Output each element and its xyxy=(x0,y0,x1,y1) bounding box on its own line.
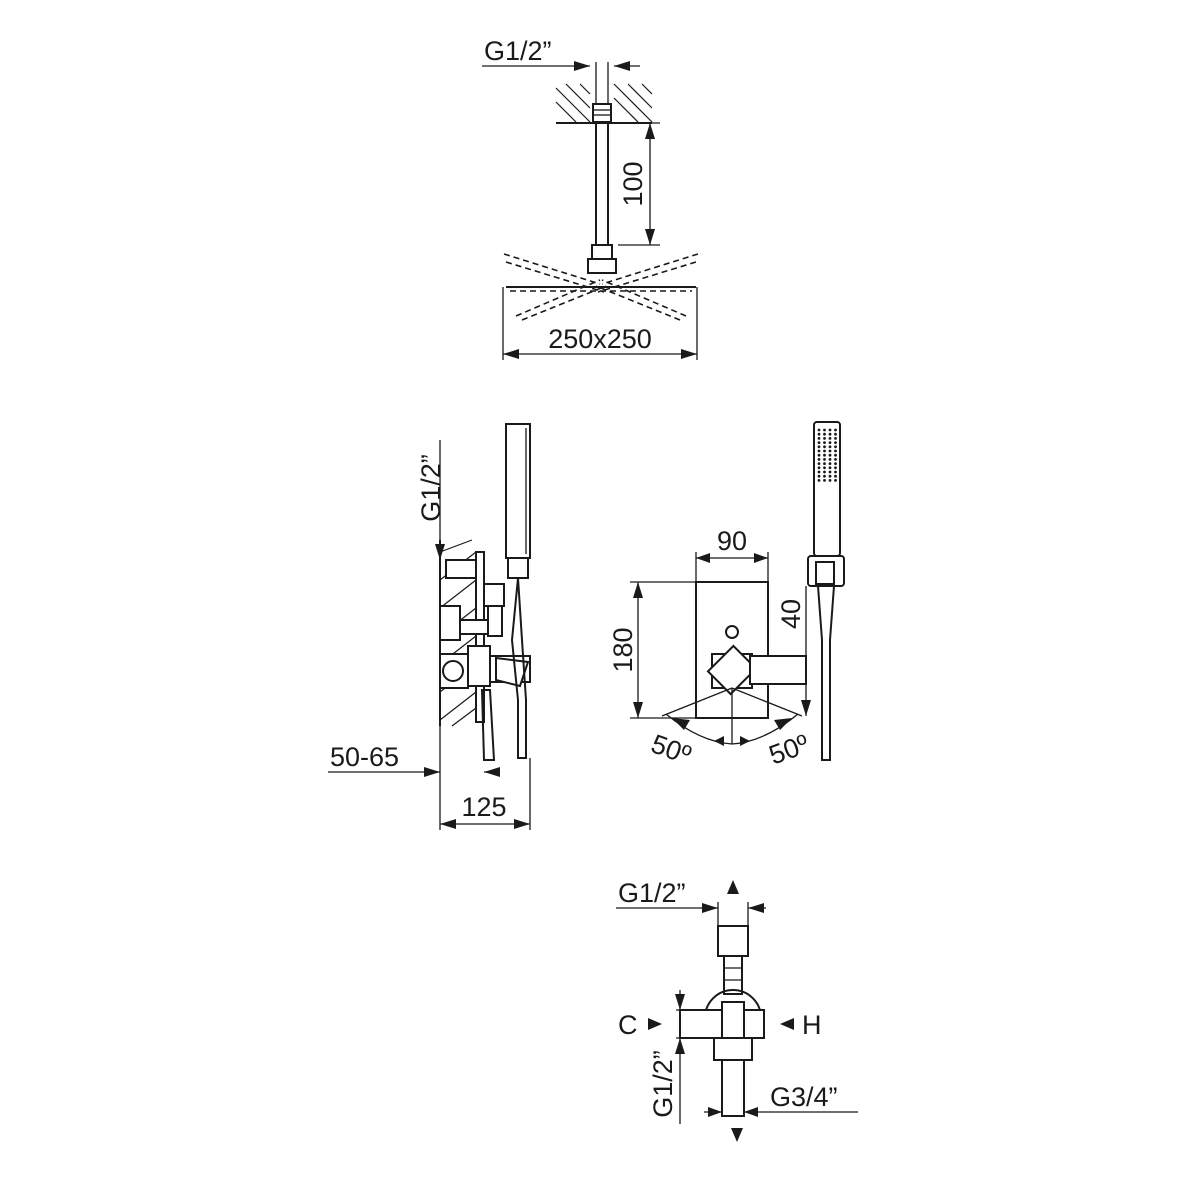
nozzle-dot xyxy=(828,458,832,461)
thread-dimension: G1/2” xyxy=(482,36,640,104)
nozzle-dot xyxy=(817,449,821,453)
shower-head-view: G1/2” 100 250x250 xyxy=(482,36,699,360)
nozzle-dot xyxy=(823,441,826,444)
nozzle-dot xyxy=(828,428,832,432)
outlet-down-arrow xyxy=(731,1128,743,1142)
nozzle-dot xyxy=(817,445,821,449)
nozzle-grid xyxy=(817,428,837,482)
nozzle-dot xyxy=(828,462,832,465)
nozzle-dot xyxy=(817,432,821,436)
top-thread-label: G1/2” xyxy=(618,878,686,908)
nozzle-dot xyxy=(828,453,832,457)
nozzle-dot xyxy=(817,458,821,461)
nozzle-dot xyxy=(834,466,837,470)
shower-head-plate xyxy=(503,253,699,321)
width-label: 90 xyxy=(717,526,747,556)
inlet-labels: C H xyxy=(618,1010,822,1040)
nozzle-dot xyxy=(817,466,821,470)
nozzle-dot xyxy=(823,474,826,478)
cold-arrow xyxy=(648,1018,662,1030)
wall-depth-label: 50-65 xyxy=(330,742,399,772)
wall-depth-dimension: 50-65 xyxy=(328,742,500,777)
nozzle-dot xyxy=(834,441,837,444)
head-size-dimension: 250x250 xyxy=(502,287,698,360)
nozzle-dot xyxy=(834,474,837,478)
nozzle-dot xyxy=(823,453,826,457)
nozzle-dot xyxy=(823,449,826,453)
nozzle-dot xyxy=(834,462,837,465)
head-size-label: 250x250 xyxy=(548,324,652,354)
nozzle-dot xyxy=(828,432,832,436)
nozzle-dot xyxy=(834,445,837,449)
nozzle-dot xyxy=(828,449,832,453)
nozzle-dot xyxy=(834,437,837,440)
nozzle-dot xyxy=(834,479,837,482)
hand-shower-front xyxy=(807,421,845,761)
hot-label: H xyxy=(802,1010,822,1040)
cold-label: C xyxy=(618,1010,638,1040)
side-view: G1/2” 50-65 125 xyxy=(328,423,531,830)
depth-label: 125 xyxy=(461,792,506,822)
nozzle-dot xyxy=(828,479,832,482)
arm-length-dimension: 100 xyxy=(618,122,660,246)
bottom-thread-dimension: G3/4” xyxy=(704,1082,858,1142)
nozzle-dot xyxy=(823,466,826,470)
depth-dimension: 125 xyxy=(439,726,531,830)
bottom-thread-label: G3/4” xyxy=(770,1082,838,1112)
offset-label: 40 xyxy=(776,599,806,629)
nozzle-dot xyxy=(834,432,837,436)
nozzle-dot xyxy=(834,458,837,461)
side-thread-dimension: G1/2” xyxy=(416,440,446,560)
front-view: 90 180 40 50º 50º xyxy=(608,421,845,771)
nozzle-dot xyxy=(828,466,832,470)
hand-shower-side xyxy=(480,423,531,761)
outlet-up-arrow xyxy=(727,880,739,894)
nozzle-dot xyxy=(823,428,826,432)
hot-arrow xyxy=(780,1018,794,1030)
offset-dimension: 40 xyxy=(776,586,811,716)
side-thread-dimension-body: G1/2” xyxy=(648,990,700,1124)
nozzle-dot xyxy=(823,462,826,465)
nozzle-dot xyxy=(828,470,832,474)
height-dimension: 180 xyxy=(608,581,696,719)
top-thread-dimension: G1/2” xyxy=(616,878,766,926)
nozzle-dot xyxy=(817,462,821,465)
concealed-body-view: G1/2” C H G1/2” G3/4” xyxy=(616,878,858,1142)
nozzle-dot xyxy=(817,453,821,457)
nozzle-dot xyxy=(823,458,826,461)
nozzle-dot xyxy=(823,445,826,449)
rotation-arc xyxy=(661,687,803,746)
nozzle-dot xyxy=(834,449,837,453)
nozzle-dot xyxy=(828,441,832,444)
nozzle-dot xyxy=(828,437,832,440)
nozzle-dot xyxy=(817,470,821,474)
head-thread-label: G1/2” xyxy=(484,36,552,66)
nozzle-dot xyxy=(834,428,837,432)
angle-left-label: 50º xyxy=(647,729,695,771)
nozzle-dot xyxy=(823,479,826,482)
nozzle-dot xyxy=(823,437,826,440)
side-thread-label: G1/2” xyxy=(416,454,446,522)
nozzle-dot xyxy=(828,445,832,449)
ceiling-arm xyxy=(587,103,617,274)
body-side-thread-label: G1/2” xyxy=(648,1050,678,1118)
nozzle-dot xyxy=(834,453,837,457)
nozzle-dot xyxy=(817,474,821,478)
nozzle-dot xyxy=(817,428,821,432)
nozzle-dot xyxy=(834,470,837,474)
nozzle-dot xyxy=(823,470,826,474)
nozzle-dot xyxy=(828,474,832,478)
nozzle-dot xyxy=(817,437,821,440)
nozzle-dot xyxy=(817,479,821,482)
width-dimension: 90 xyxy=(695,526,769,582)
angle-right-label: 50º xyxy=(765,729,813,771)
nozzle-dot xyxy=(823,432,826,436)
arm-length-label: 100 xyxy=(618,161,648,206)
nozzle-dot xyxy=(817,441,821,444)
body-parts xyxy=(679,925,765,1117)
height-label: 180 xyxy=(608,627,638,672)
